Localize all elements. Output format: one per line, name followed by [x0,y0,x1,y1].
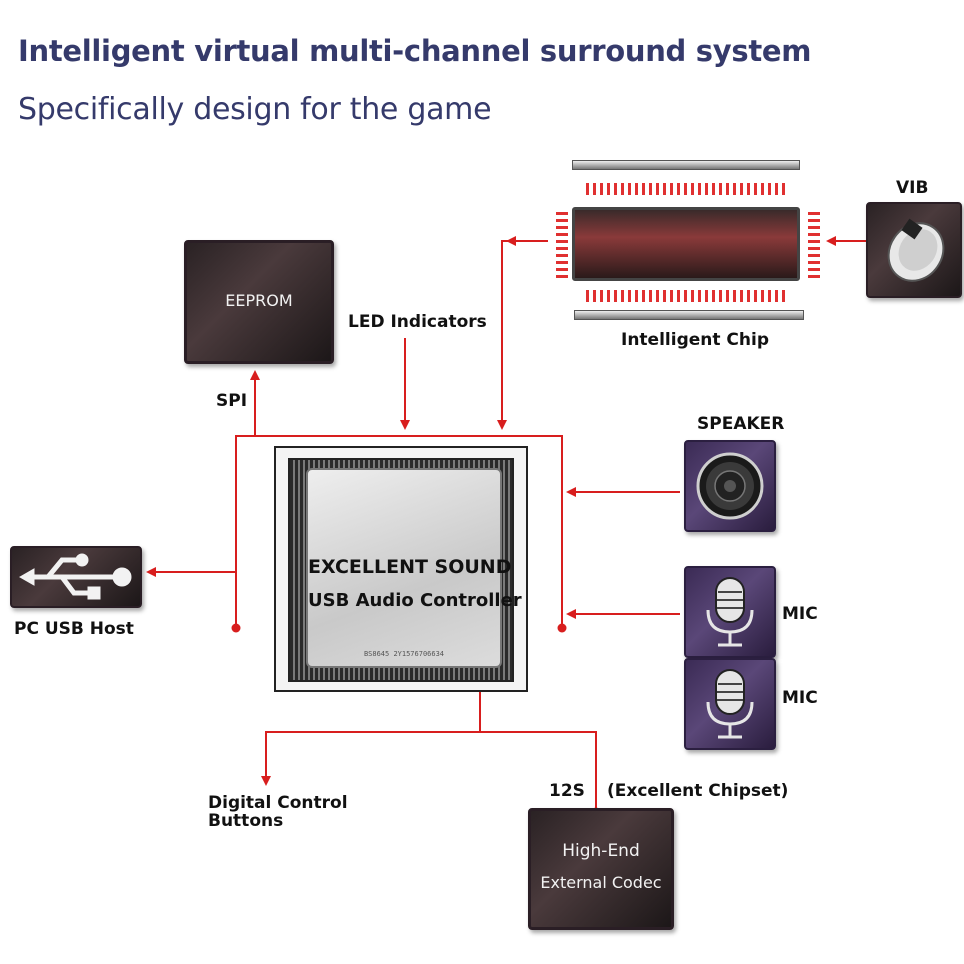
main-chip-marking: BS8645 2Y1576706634 [363,650,445,658]
speaker-block [684,440,776,532]
codec-wire [261,662,481,786]
microphone-icon [706,577,754,647]
main-chip-line2: USB Audio Controller [308,590,522,611]
speaker-icon [696,452,764,520]
codec-line2: External Codec [540,873,662,892]
codec-line1: High-End [562,841,640,861]
digital-control-label-2: Buttons [208,811,284,831]
usb-icon [18,553,132,600]
led-indicators-label: LED Indicators [348,312,487,332]
mic2-label: MIC [782,688,818,708]
ichip-wire [501,240,548,428]
i2s-label: 12S [549,781,585,801]
mic-block-1 [684,566,776,658]
usb-audio-controller-chip: EXCELLENT SOUND USB Audio Controller BS8… [274,446,528,692]
intelligent-chip-label: Intelligent Chip [621,330,769,350]
pc-usb-host-label: PC USB Host [14,619,134,639]
eeprom-label: EEPROM [225,291,293,310]
main-chip-line1: EXCELLENT SOUND [308,556,512,578]
bus-line [235,435,563,628]
chipset-label: (Excellent Chipset) [607,781,789,801]
speaker-label: SPEAKER [697,414,785,434]
page-subtitle: Specifically design for the game [18,92,492,127]
mic1-label: MIC [782,604,818,624]
chip-icon [572,207,800,281]
spi-label: SPI [216,391,248,411]
vibration-motor-icon [887,218,945,282]
eeprom-block: EEPROM [184,240,334,364]
codec-block: High-End External Codec [528,808,674,930]
vib-label: VIB [896,178,929,198]
usb-block [10,546,142,608]
mic-block-2 [684,658,776,750]
microphone-icon [706,669,754,739]
vib-block [866,202,962,298]
digital-control-label-1: Digital Control [208,793,348,813]
page-title: Intelligent virtual multi-channel surrou… [18,34,812,68]
